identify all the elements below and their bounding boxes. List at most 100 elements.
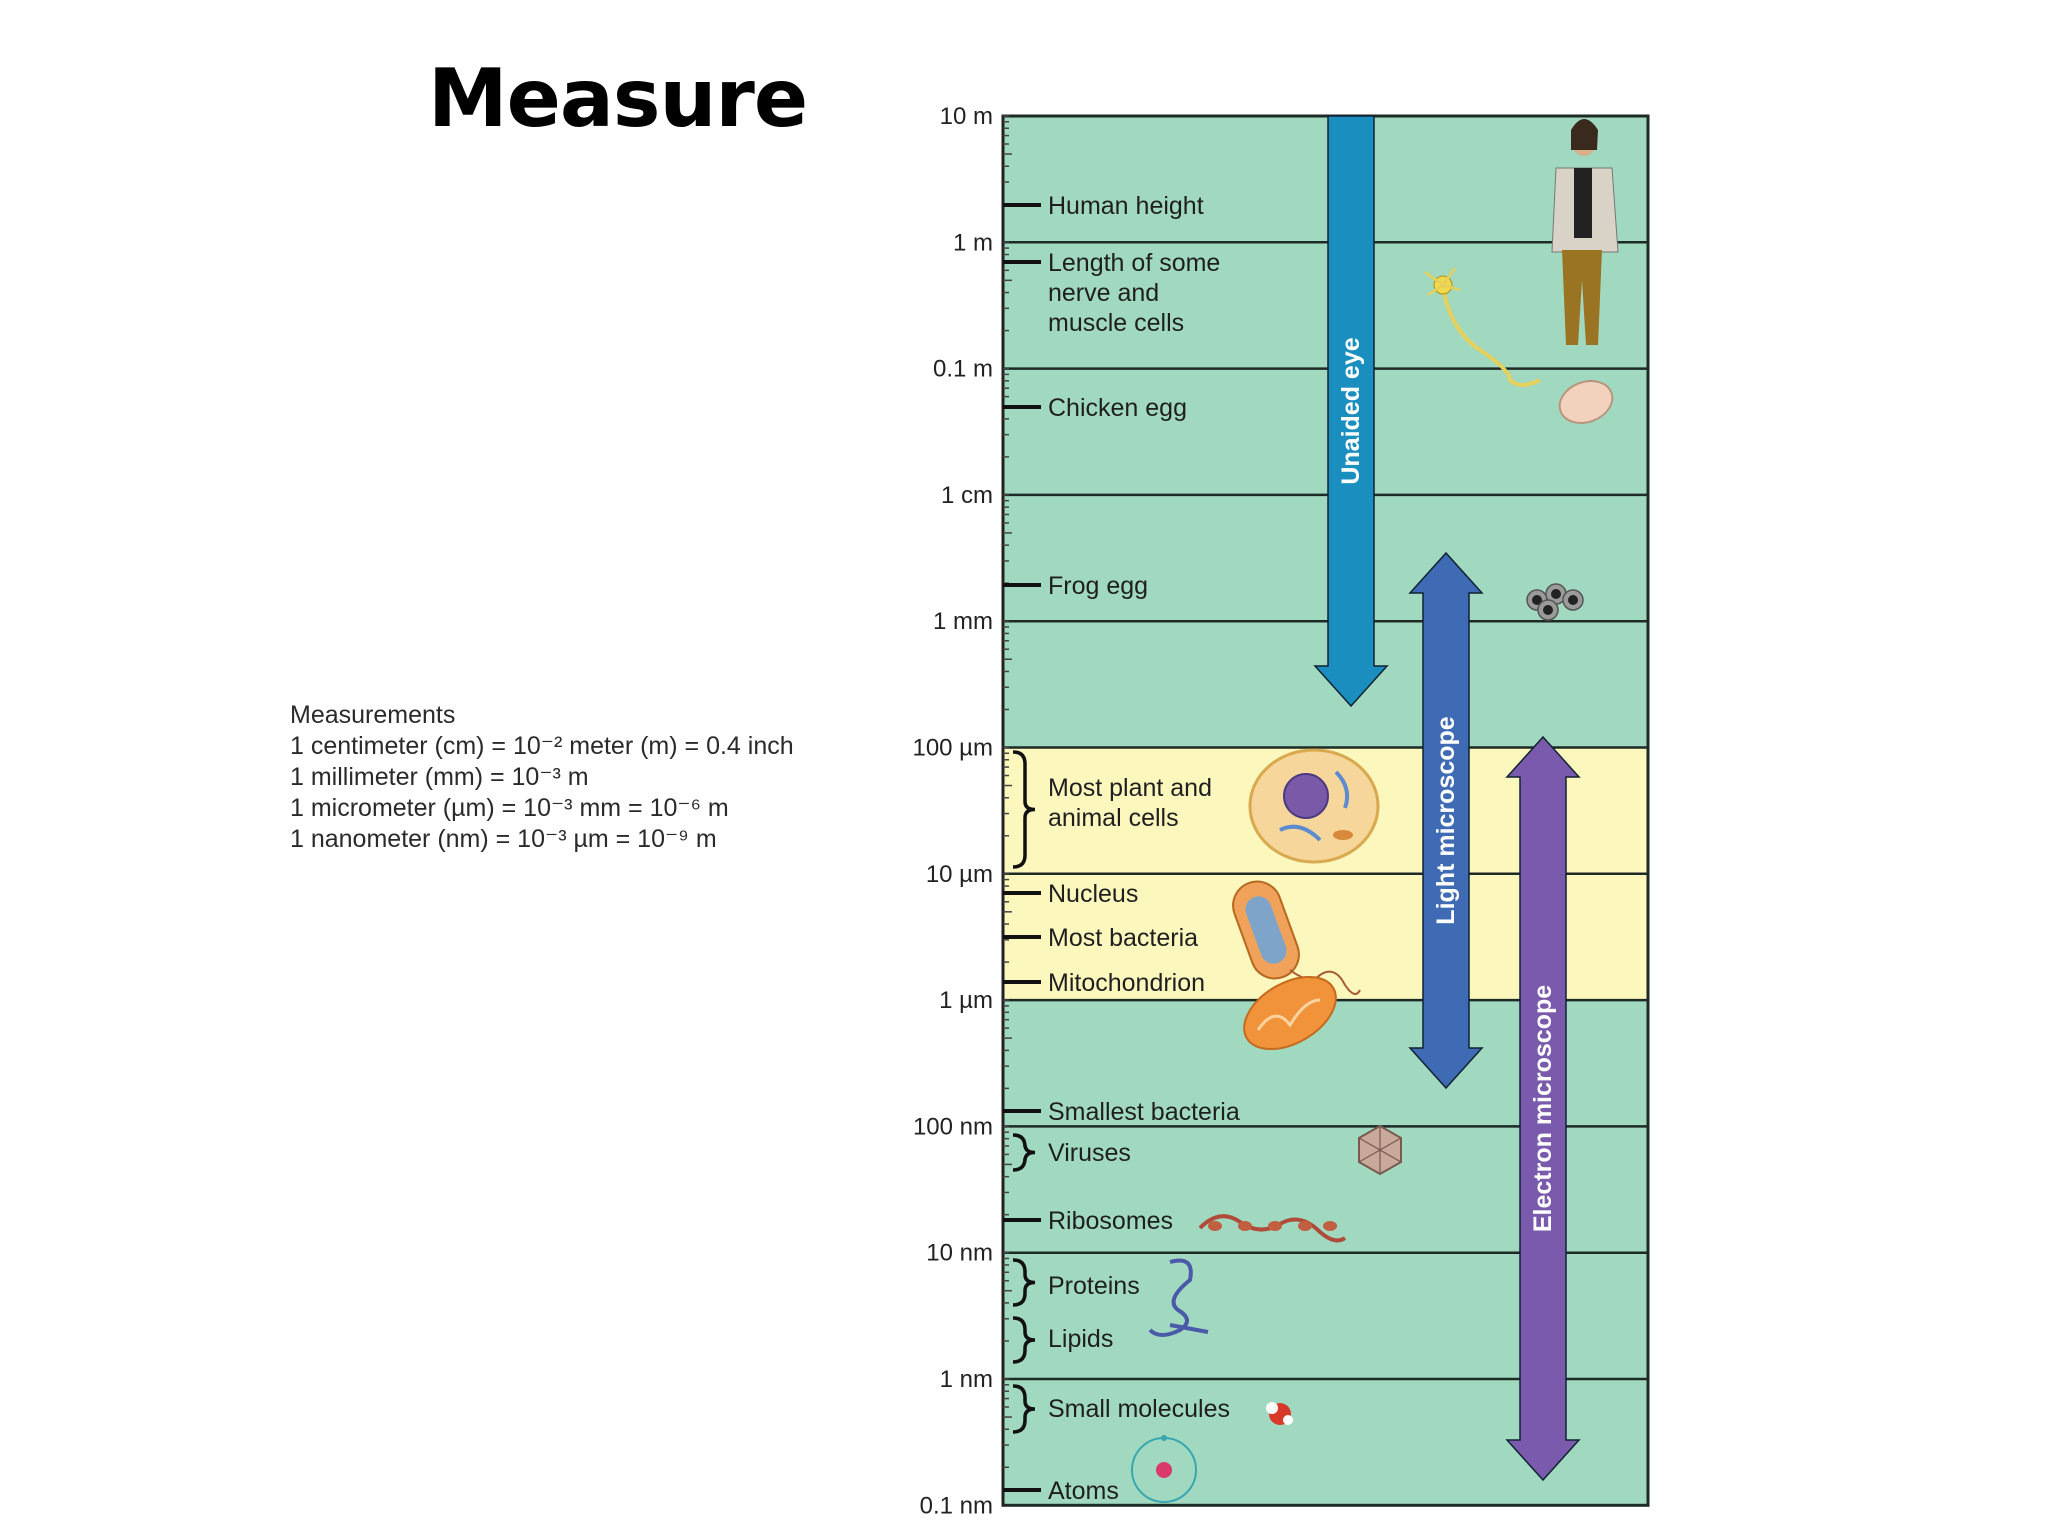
- item-label: muscle cells: [1048, 309, 1184, 337]
- scale-item: Human height: [1003, 192, 1204, 220]
- animal-cell-icon: [1248, 748, 1380, 864]
- measurement-line: 1 millimeter (mm) = 10⁻³ m: [290, 763, 589, 791]
- egg-shape: [1558, 380, 1614, 424]
- item-label: Frog egg: [1048, 572, 1148, 600]
- light-microscope-range-arrow: Light microscope: [1408, 551, 1484, 1090]
- human-legs-shape: [1562, 250, 1602, 345]
- atom-icon: [1131, 1435, 1197, 1503]
- item-label: nerve and: [1048, 279, 1159, 307]
- scale-tick-label: 1 nm: [940, 1366, 993, 1393]
- nerve-cell-icon: [1424, 267, 1541, 387]
- bacterium-inner-shape: [1245, 896, 1287, 964]
- scale-tick-label: 100 µm: [912, 735, 993, 762]
- scale-tick-label: 100 nm: [913, 1113, 993, 1140]
- ribosome-shape: [1268, 1221, 1282, 1231]
- range-arrow-label: Electron microscope: [1529, 985, 1557, 1232]
- scale-item: Mitochondrion: [1003, 969, 1205, 997]
- cristae-shape: [1256, 998, 1321, 1031]
- virus-facet-shape: [1358, 1126, 1402, 1174]
- measurements-heading: Measurements: [290, 701, 456, 729]
- range-arrow-shape: [1408, 551, 1484, 1090]
- item-label: Most plant and: [1048, 774, 1212, 802]
- item-label: Mitochondrion: [1048, 969, 1205, 997]
- cell-nucleus-shape: [1283, 773, 1329, 819]
- molecule-atom-shape: [1283, 1415, 1293, 1425]
- range-arrow-shape: [1313, 115, 1389, 708]
- scale-tick-label: 1 m: [953, 229, 993, 256]
- scale-item: Small molecules: [1012, 1384, 1230, 1434]
- item-label: Viruses: [1048, 1139, 1131, 1167]
- item-label: Atoms: [1048, 1477, 1119, 1505]
- frog-eggs-icon: [1526, 583, 1584, 621]
- item-label: Most bacteria: [1048, 924, 1198, 952]
- brace-marker: [1012, 1384, 1036, 1434]
- measurement-line: 1 centimeter (cm) = 10⁻² meter (m) = 0.4…: [290, 732, 794, 760]
- axon-shape: [1441, 286, 1541, 387]
- atom-nucleus-shape: [1156, 1462, 1172, 1478]
- protein-coil-shape: [1148, 1258, 1209, 1337]
- item-label: Human height: [1048, 192, 1204, 220]
- scale-item: Proteins: [1012, 1258, 1140, 1307]
- ribosome-chain-icon: [1198, 1214, 1347, 1243]
- scale-tick-label: 0.1 nm: [920, 1492, 993, 1519]
- range-arrow-label: Unaided eye: [1337, 337, 1365, 484]
- scale-tick-label: 10 m: [940, 103, 993, 130]
- scale-item: Viruses: [1012, 1133, 1131, 1172]
- unaided-eye-range-arrow: Unaided eye: [1313, 115, 1389, 708]
- small-molecule-icon: [1266, 1402, 1293, 1425]
- human-shirt-shape: [1574, 168, 1592, 238]
- scale-item: Frog egg: [1003, 572, 1148, 600]
- brace-marker: [1012, 1133, 1036, 1172]
- scale-tick-label: 10 nm: [926, 1240, 993, 1267]
- human-figure-icon: [1551, 119, 1619, 345]
- range-arrow-shape: [1505, 735, 1581, 1482]
- chicken-egg-icon: [1558, 380, 1614, 424]
- scale-tick-label: 1 µm: [939, 987, 993, 1014]
- dendrite-shape: [1424, 267, 1461, 297]
- cell-mito-shape: [1333, 830, 1353, 840]
- scale-item: Most bacteria: [1003, 924, 1198, 952]
- electron-microscope-range-arrow: Electron microscope: [1505, 735, 1581, 1482]
- item-label: Small molecules: [1048, 1395, 1230, 1423]
- item-label: animal cells: [1048, 804, 1179, 832]
- scale-tick-label: 10 µm: [926, 861, 993, 888]
- scale-tick-label: 0.1 m: [933, 356, 993, 383]
- scale-item: Chicken egg: [1003, 394, 1187, 422]
- range-arrow-label: Light microscope: [1432, 716, 1460, 924]
- scale-tick-label: 1 cm: [941, 482, 993, 509]
- frog-egg-yolk-shape: [1543, 605, 1553, 615]
- scale-item: Atoms: [1003, 1477, 1119, 1505]
- ribosome-shape: [1298, 1221, 1312, 1231]
- molecule-atom-shape: [1266, 1402, 1278, 1414]
- measurements-legend: Measurements 1 centimeter (cm) = 10⁻² me…: [290, 700, 794, 855]
- ribosome-shape: [1238, 1221, 1252, 1231]
- scale-item: Smallest bacteria: [1003, 1098, 1240, 1126]
- item-label: Ribosomes: [1048, 1207, 1173, 1235]
- human-hair-shape: [1571, 119, 1598, 150]
- item-label: Chicken egg: [1048, 394, 1187, 422]
- frog-egg-yolk-shape: [1551, 589, 1561, 599]
- scale-item: Nucleus: [1003, 880, 1138, 908]
- scale-tick-label: 1 mm: [933, 608, 993, 635]
- item-label: Proteins: [1048, 1272, 1140, 1300]
- brace-marker: [1012, 750, 1036, 869]
- measurement-line: 1 micrometer (µm) = 10⁻³ mm = 10⁻⁶ m: [290, 794, 729, 822]
- page-title: Measure: [428, 52, 808, 145]
- electron-shape: [1161, 1435, 1167, 1441]
- cell-organelle-shape: [1279, 770, 1350, 842]
- item-label: Lipids: [1048, 1325, 1113, 1353]
- virus-icon: [1358, 1124, 1402, 1176]
- mitochondrion-shape: [1243, 975, 1337, 1051]
- brace-marker: [1012, 1316, 1036, 1364]
- item-label: Smallest bacteria: [1048, 1098, 1240, 1126]
- ribosome-shape: [1323, 1221, 1337, 1231]
- mitochondrion-icon: [1243, 975, 1337, 1051]
- measurement-line: 1 nanometer (nm) = 10⁻³ µm = 10⁻⁹ m: [290, 825, 717, 853]
- frog-egg-yolk-shape: [1568, 595, 1578, 605]
- frog-egg-yolk-shape: [1532, 595, 1542, 605]
- item-label: Length of some: [1048, 249, 1220, 277]
- scale-item: Lipids: [1012, 1316, 1113, 1364]
